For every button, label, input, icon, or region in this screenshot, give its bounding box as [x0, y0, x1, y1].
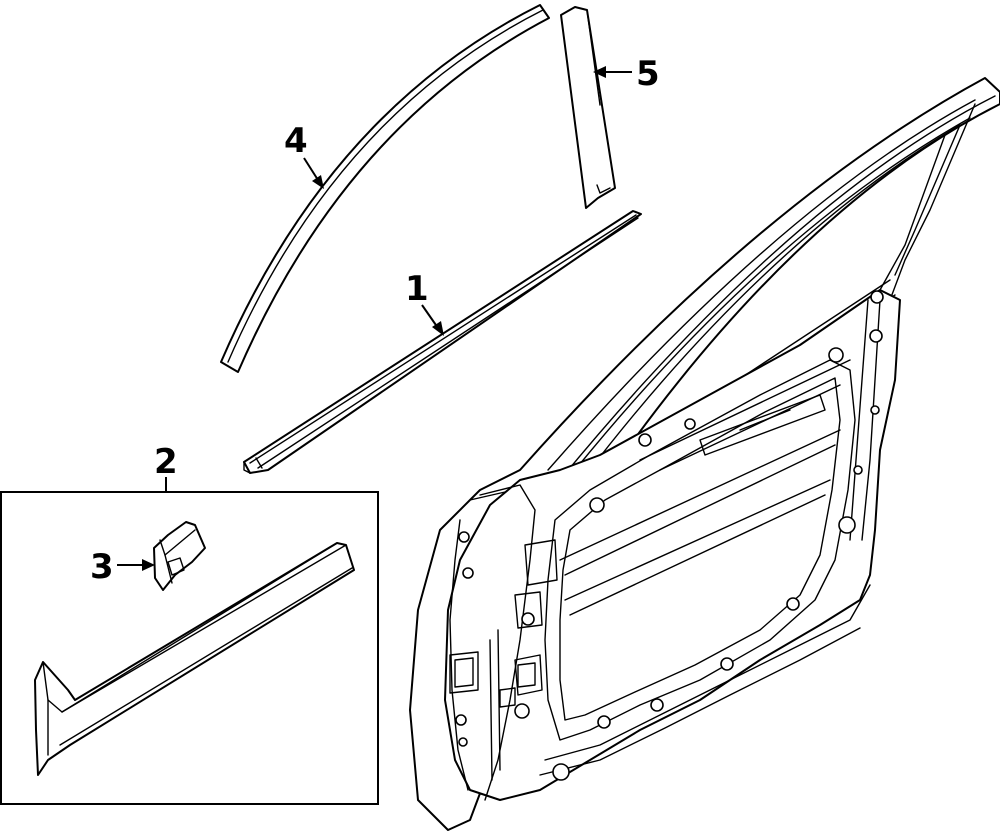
- callout-4: 4: [284, 121, 308, 161]
- leader-lines: [117, 66, 632, 571]
- part-5-pillar-garnish: [560, 6, 616, 209]
- part-2-group-box: [0, 491, 379, 805]
- callout-3: 3: [90, 547, 114, 587]
- callout-2: 2: [154, 442, 178, 482]
- callout-1: 1: [405, 269, 429, 309]
- part-2-side-molding: [34, 542, 355, 776]
- part-4-frame-molding: [220, 4, 550, 373]
- part-3-clip: [153, 521, 206, 591]
- door-shell: [409, 77, 1000, 831]
- callout-5: 5: [636, 54, 660, 94]
- part-1-belt-molding: [243, 210, 642, 474]
